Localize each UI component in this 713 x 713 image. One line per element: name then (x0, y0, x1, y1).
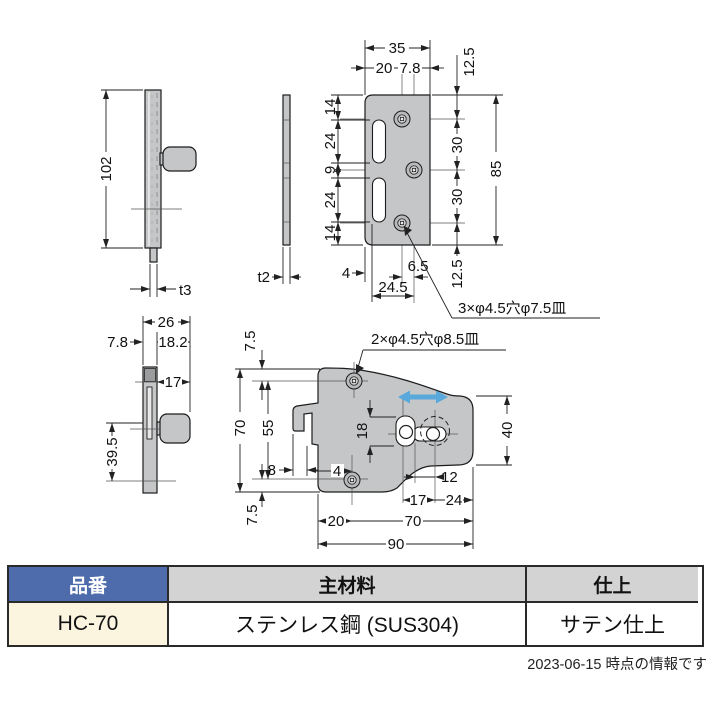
technical-drawing: 102 t3 t2 (98, 40, 600, 553)
dim-plate-width: 35 (389, 40, 406, 57)
latch-inner-slot (146, 386, 153, 440)
dim-plate-top-offset: 12.5 (461, 47, 478, 76)
dim-edge-pitch: 24 (446, 492, 463, 509)
spec-header-material: 主材料 (169, 567, 527, 603)
dim-hook-depth: 8 (268, 462, 276, 479)
dim-knob-protrusion: 18.2 (158, 334, 187, 351)
dim-plate-seg1: 14 (322, 99, 339, 116)
body-front-view: 2×φ4.5穴φ8.5皿 7.5 70 55 7.5 8 (232, 331, 516, 553)
dim-plate-pitch-b: 30 (449, 189, 466, 206)
dim-slot-pitch: 17 (410, 492, 427, 509)
dim-plate-seg5: 14 (322, 225, 339, 242)
dim-102: 102 (98, 89, 143, 249)
dim-body-hole-pitch: 55 (260, 420, 277, 437)
info-date-note: 2023-06-15 時点の情報です (527, 657, 707, 673)
body-dimensions: 7.5 70 55 7.5 8 4 18 (232, 331, 516, 553)
dim-body-width: 90 (388, 536, 405, 553)
dim-right-edge-height: 40 (499, 422, 516, 439)
dim-hook-hole-gap: 4 (333, 463, 341, 480)
plate-slot-upper (371, 119, 387, 164)
note-body-holes: 2×φ4.5穴φ8.5皿 (371, 331, 479, 348)
latch-pin (149, 247, 158, 263)
dim-knob-offset: 17 (165, 374, 182, 391)
plate-edge-view: t2 (257, 94, 301, 286)
dim-plate-thickness: t2 (257, 269, 270, 286)
body-hole-top (345, 372, 363, 390)
plate-slot-lower (371, 177, 387, 223)
dim-hole-to-edge: 70 (405, 513, 422, 530)
stem-position-b (425, 426, 441, 442)
note-plate-holes: 3×φ4.5穴φ7.5皿 (458, 300, 566, 317)
spec-part-no: HC-70 (9, 603, 169, 645)
dim-plate-seg3: 9 (322, 166, 339, 174)
plate-edge (282, 94, 291, 246)
spec-table: 品番 主材料 仕上 HC-70 ステンレス鋼 (SUS304) サテン仕上 (7, 565, 704, 647)
dim-knob-to-bottom: 39.5 (104, 437, 121, 466)
dim-side-thickness: t3 (179, 282, 192, 299)
dim-plate-hole-x: 20 (376, 60, 393, 77)
knob-side (162, 146, 197, 172)
dim-plate-hole-dx: 7.8 (400, 60, 421, 77)
latch-edge-view: 26 7.8 18.2 17 39.5 (104, 314, 191, 494)
dim-t3: t3 (130, 264, 192, 299)
dim-plate-pitch-a: 30 (449, 137, 466, 154)
dim-plate-mid-hole-x: 24.5 (378, 279, 407, 296)
dim-hole-x: 20 (328, 513, 345, 530)
dim-plate-seg2: 24 (322, 133, 339, 150)
knob-edge (159, 413, 191, 444)
dim-body-bottom-offset: 7.5 (244, 505, 261, 526)
knob-phantom-circle (420, 416, 450, 446)
side-view: 102 t3 (98, 89, 197, 299)
plate-hole-middle (405, 161, 423, 179)
latch-bar-side (144, 89, 162, 249)
plate-hole-top (393, 110, 411, 128)
dim-travel: 12 (441, 469, 458, 486)
stem-position-a (398, 424, 414, 440)
dim-keyslot-height: 18 (354, 423, 371, 440)
plate-dimensions: 35 20 7.8 12.5 30 30 12.5 (322, 40, 600, 319)
dim-plate-slot-x: 4 (342, 265, 350, 282)
spec-header-part-no: 品番 (9, 567, 169, 603)
spec-finish: サテン仕上 (527, 603, 698, 645)
spec-material: ステンレス鋼 (SUS304) (169, 603, 527, 645)
dim-latch-plate-t: 7.8 (107, 334, 128, 351)
dim-t2: t2 (257, 247, 301, 286)
dim-body-top-offset: 7.5 (242, 331, 259, 352)
dim-side-height: 102 (98, 156, 115, 181)
body-hole-bottom (343, 471, 361, 489)
spec-header-finish: 仕上 (527, 567, 698, 603)
latch-edge-dimensions: 26 7.8 18.2 17 39.5 (104, 314, 191, 482)
dim-plate-bottom-offset: 12.5 (449, 259, 466, 288)
dim-plate-height: 85 (488, 161, 505, 178)
strike-plate-view: 35 20 7.8 12.5 30 30 12.5 (322, 40, 600, 319)
body-note: 2×φ4.5穴φ8.5皿 (356, 331, 506, 374)
dim-plate-mid-hole-dx: 6.5 (408, 258, 429, 275)
key-slot (395, 415, 416, 447)
dim-body-height: 70 (232, 420, 249, 437)
dim-latch-depth: 26 (158, 314, 175, 331)
slide-direction-arrow (398, 390, 448, 404)
dim-plate-seg4: 24 (322, 192, 339, 209)
